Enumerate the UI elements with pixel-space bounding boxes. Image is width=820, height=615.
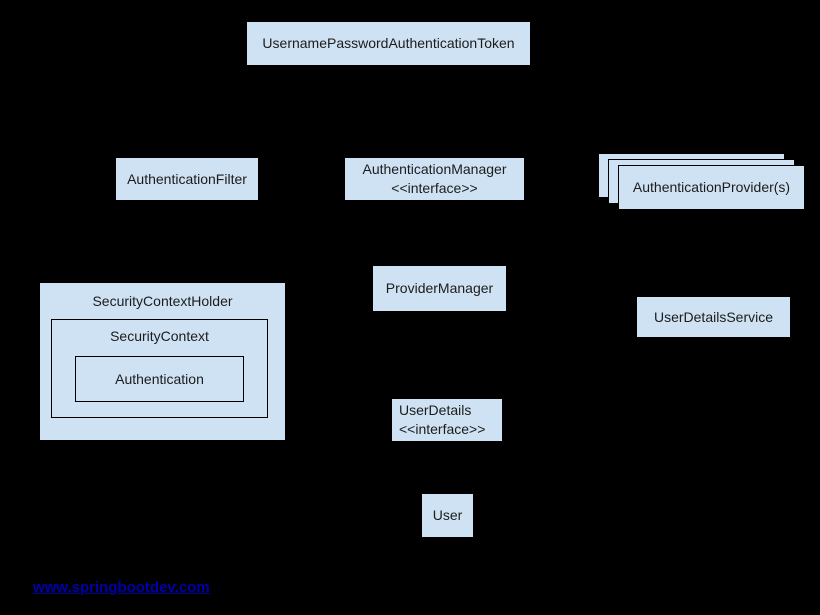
- node-label: SecurityContext: [110, 328, 209, 344]
- node-label: ProviderManager: [385, 280, 494, 296]
- node-security-context-holder: SecurityContextHolder SecurityContext Au…: [39, 282, 286, 441]
- node-user-details: UserDetails <<interface>>: [391, 398, 503, 442]
- footer-website-link[interactable]: www.springbootdev.com: [33, 579, 210, 596]
- node-user: User: [421, 493, 474, 538]
- node-authentication-manager: AuthenticationManager <<interface>>: [344, 157, 525, 201]
- node-label: UsernamePasswordAuthenticationToken: [262, 35, 515, 51]
- node-authentication: Authentication: [75, 356, 244, 402]
- node-username-password-authentication-token: UsernamePasswordAuthenticationToken: [246, 21, 531, 66]
- node-provider-manager: ProviderManager: [372, 265, 507, 312]
- node-stereotype: <<interface>>: [399, 421, 486, 437]
- node-label: Authentication: [115, 370, 204, 387]
- node-authentication-providers: AuthenticationProvider(s): [618, 165, 805, 210]
- node-label: UserDetailsService: [653, 308, 774, 325]
- node-label: AuthenticationProvider(s): [632, 179, 791, 195]
- node-authentication-filter: AuthenticationFilter: [115, 157, 259, 201]
- node-label: AuthenticationManager: [362, 161, 507, 177]
- node-stereotype: <<interface>>: [391, 180, 478, 196]
- node-label: User: [432, 507, 463, 523]
- node-label: AuthenticationFilter: [127, 170, 247, 187]
- node-security-context: SecurityContext Authentication: [51, 319, 268, 418]
- node-label: SecurityContextHolder: [92, 293, 233, 309]
- node-label: UserDetails: [399, 402, 472, 418]
- node-user-details-service: UserDetailsService: [636, 296, 791, 338]
